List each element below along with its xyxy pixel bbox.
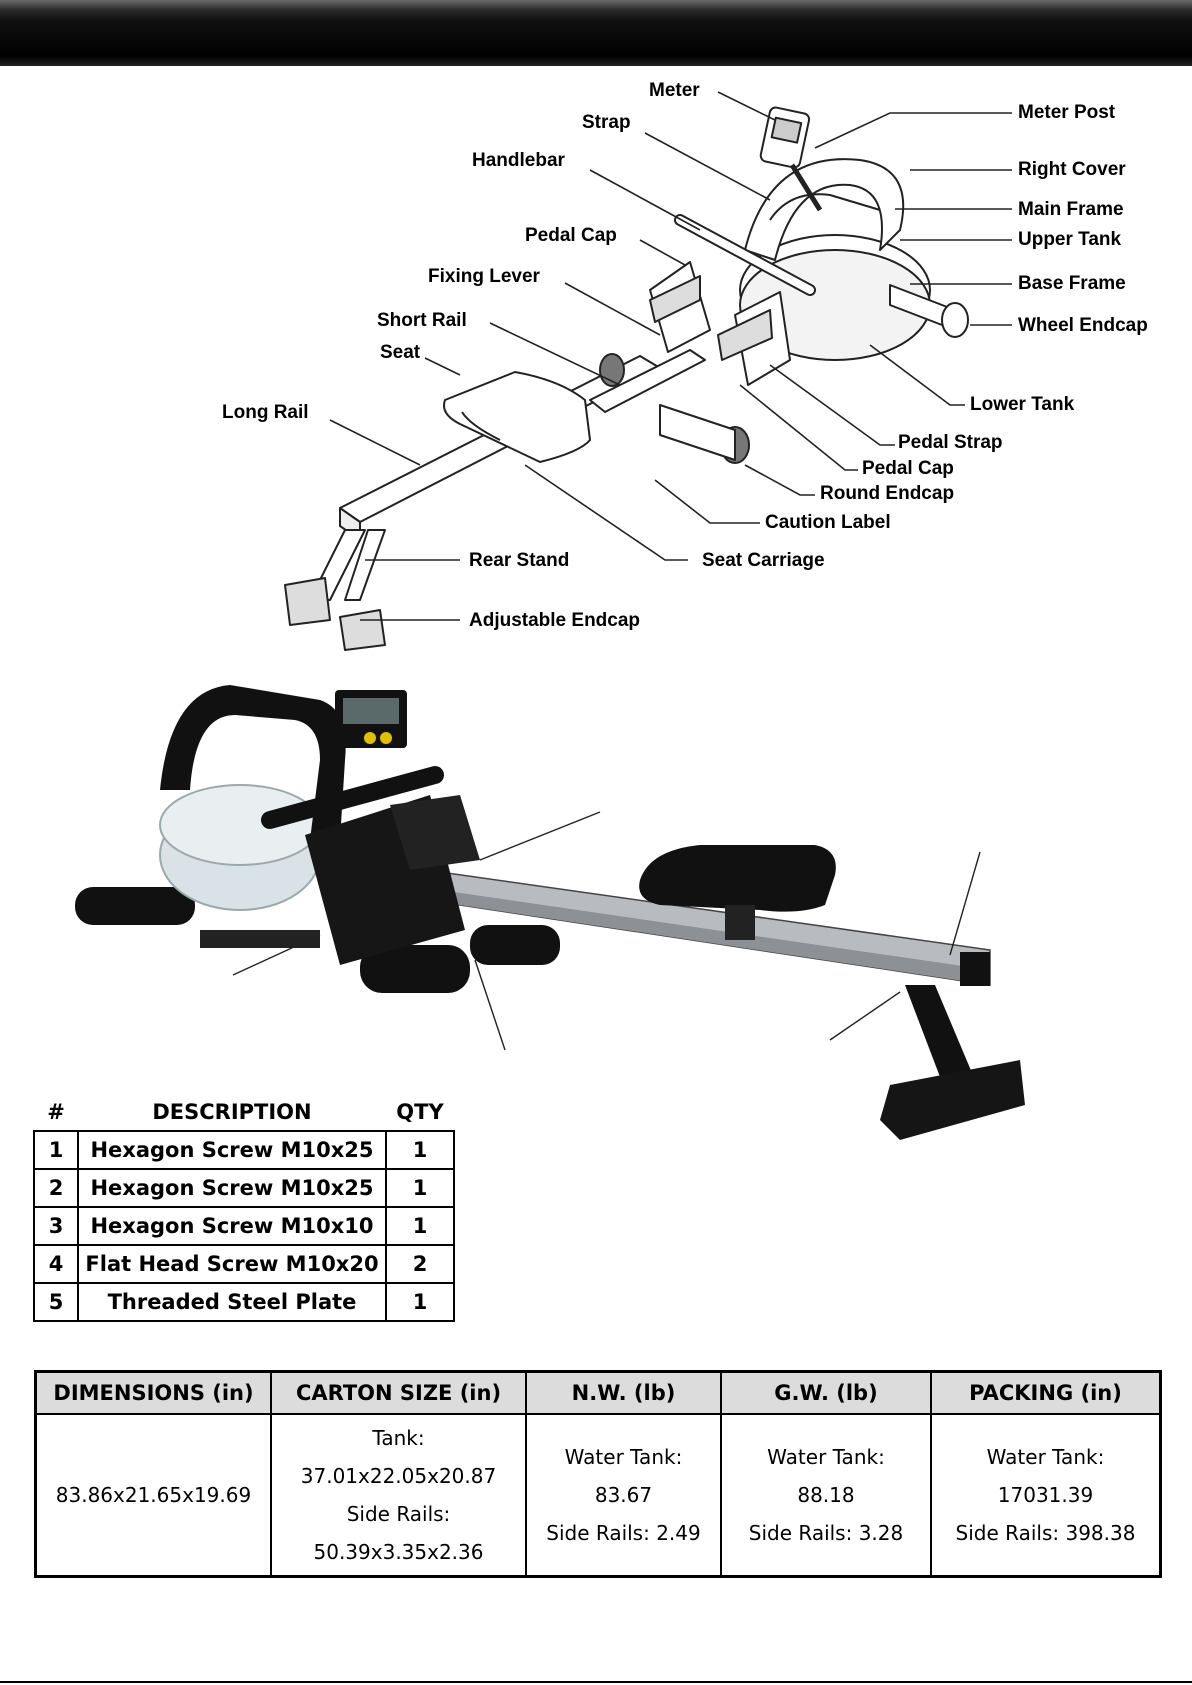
label-adjustable-endcap: Adjustable Endcap: [469, 610, 641, 631]
carton-line: Side Rails:: [346, 1502, 451, 1526]
table-row: 1 Hexagon Screw M10x25 1: [33, 1130, 455, 1170]
part-desc: Hexagon Screw M10x10: [77, 1206, 387, 1246]
hardware-parts-table: # DESCRIPTION QTY 1 Hexagon Screw M10x25…: [33, 1094, 455, 1322]
specifications-table: DIMENSIONS (in) CARTON SIZE (in) N.W. (l…: [34, 1370, 1162, 1578]
part-num: 5: [33, 1282, 79, 1322]
part-qty: 1: [385, 1168, 455, 1208]
header-packing: PACKING (in): [930, 1370, 1162, 1415]
label-meter: Meter: [649, 80, 700, 101]
table-row: 4 Flat Head Screw M10x20 2: [33, 1244, 455, 1284]
nw-line: Water Tank:: [564, 1445, 683, 1469]
product-photo: [0, 672, 1192, 1192]
rowing-machine-illustration: [75, 685, 1025, 1140]
table-row: 3 Hexagon Screw M10x10 1: [33, 1206, 455, 1246]
part-qty: 1: [385, 1130, 455, 1170]
header-qty: QTY: [396, 1100, 444, 1124]
nw-line: Side Rails: 2.49: [546, 1521, 701, 1545]
carton-size-value: Tank: 37.01x22.05x20.87 Side Rails: 50.3…: [270, 1413, 527, 1578]
gw-line: Side Rails: 3.28: [748, 1521, 904, 1545]
net-weight-value: Water Tank: 83.67 Side Rails: 2.49: [525, 1413, 722, 1578]
footer-rule: [0, 1681, 1192, 1683]
part-desc: Hexagon Screw M10x25: [77, 1130, 387, 1170]
packing-line: Side Rails: 398.38: [955, 1521, 1136, 1545]
part-desc: Hexagon Screw M10x25: [77, 1168, 387, 1208]
table-row: 2 Hexagon Screw M10x25 1: [33, 1168, 455, 1208]
specs-header-row: DIMENSIONS (in) CARTON SIZE (in) N.W. (l…: [34, 1370, 1162, 1415]
label-seat-carriage: Seat Carriage: [702, 550, 825, 571]
label-base-frame: Base Frame: [1018, 273, 1126, 294]
label-main-frame: Main Frame: [1018, 199, 1124, 220]
label-strap: Strap: [582, 112, 631, 133]
label-caution-label: Caution Label: [765, 512, 891, 533]
packing-line: Water Tank: 17031.39: [986, 1445, 1105, 1507]
label-rear-stand: Rear Stand: [469, 550, 570, 571]
label-wheel-endcap: Wheel Endcap: [1018, 315, 1148, 336]
label-pedal-cap-top: Pedal Cap: [525, 225, 617, 246]
dimensions-value: 83.86x21.65x19.69: [34, 1413, 272, 1578]
header-dimensions: DIMENSIONS (in): [34, 1370, 272, 1415]
header-carton-size: CARTON SIZE (in): [270, 1370, 527, 1415]
label-pedal-cap-bottom: Pedal Cap: [862, 458, 954, 479]
label-handlebar: Handlebar: [472, 150, 565, 171]
gw-line: Water Tank:: [767, 1445, 885, 1469]
part-qty: 1: [385, 1206, 455, 1246]
part-qty: 2: [385, 1244, 455, 1284]
label-round-endcap: Round Endcap: [820, 483, 955, 504]
header-num: #: [47, 1100, 65, 1124]
header-description: DESCRIPTION: [152, 1100, 312, 1124]
table-row: 5 Threaded Steel Plate 1: [33, 1282, 455, 1322]
rower-line-drawing: [284, 91, 1012, 651]
part-num: 3: [33, 1206, 79, 1246]
label-meter-post: Meter Post: [1018, 102, 1116, 123]
gross-weight-value: Water Tank: 88.18 Side Rails: 3.28: [720, 1413, 932, 1578]
header-gross-weight: G.W. (lb): [720, 1370, 932, 1415]
parts-diagram: Meter Strap Handlebar Pedal Cap Fixing L…: [0, 70, 1192, 670]
label-fixing-lever: Fixing Lever: [428, 266, 540, 287]
part-num: 1: [33, 1130, 79, 1170]
part-num: 4: [33, 1244, 79, 1284]
label-upper-tank: Upper Tank: [1018, 229, 1122, 250]
label-long-rail: Long Rail: [222, 402, 309, 423]
label-lower-tank: Lower Tank: [970, 394, 1075, 415]
carton-line: Tank:: [372, 1426, 425, 1450]
carton-line: 37.01x22.05x20.87: [300, 1464, 497, 1488]
part-qty: 1: [385, 1282, 455, 1322]
packing-value: Water Tank: 17031.39 Side Rails: 398.38: [930, 1413, 1162, 1578]
part-desc: Threaded Steel Plate: [77, 1282, 387, 1322]
nw-line: 83.67: [594, 1483, 653, 1507]
label-short-rail: Short Rail: [377, 310, 467, 331]
header-bar: [0, 0, 1192, 66]
header-net-weight: N.W. (lb): [525, 1370, 722, 1415]
specs-value-row: 83.86x21.65x19.69 Tank: 37.01x22.05x20.8…: [34, 1413, 1162, 1578]
parts-header-row: # DESCRIPTION QTY: [34, 1094, 454, 1131]
label-right-cover: Right Cover: [1018, 159, 1126, 180]
gw-line: 88.18: [797, 1483, 855, 1507]
part-desc: Flat Head Screw M10x20: [77, 1244, 387, 1284]
label-pedal-strap: Pedal Strap: [898, 432, 1003, 453]
carton-line: 50.39x3.35x2.36: [313, 1540, 484, 1564]
label-seat: Seat: [380, 342, 421, 363]
part-num: 2: [33, 1168, 79, 1208]
